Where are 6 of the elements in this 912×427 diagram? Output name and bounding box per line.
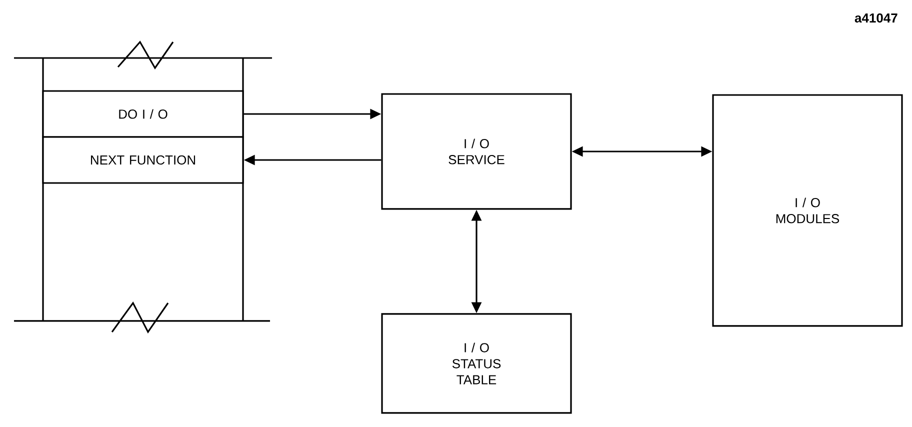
ladder-rung-box: NEXT FUNCTION xyxy=(42,136,244,184)
process-box: I / O MODULES xyxy=(712,94,903,327)
process-box: I / O STATUS TABLE xyxy=(381,313,572,414)
process-box: I / O SERVICE xyxy=(381,93,572,210)
figure-code: a41047 xyxy=(854,13,898,23)
ladder-rung-box: DO I / O xyxy=(42,90,244,138)
